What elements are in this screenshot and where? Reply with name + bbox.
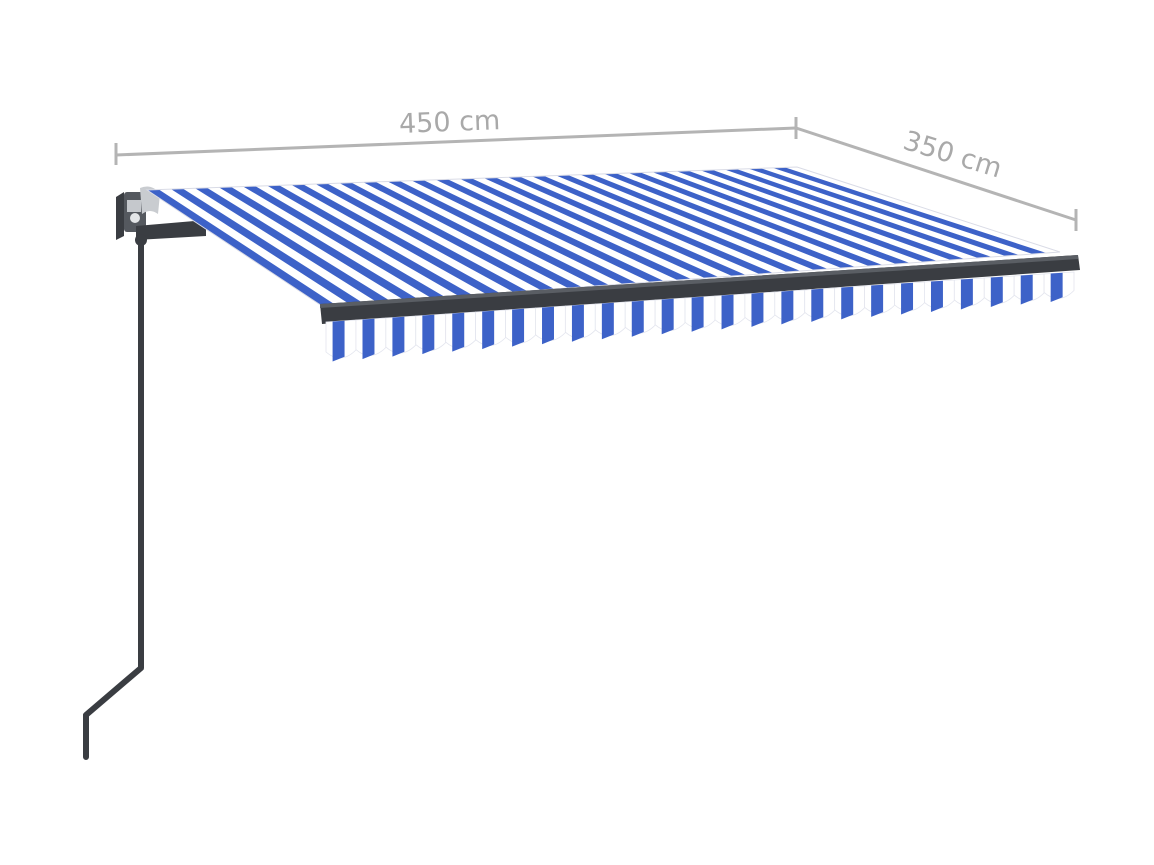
valance-stripe <box>661 298 674 335</box>
canopy-stripe <box>435 179 664 282</box>
canopy-stripe <box>219 187 418 300</box>
depth-label: 350 cm <box>900 125 1006 184</box>
front-bar <box>320 255 1080 324</box>
canopy-stripe <box>339 182 555 290</box>
canopy-stripe <box>556 175 801 272</box>
valance-stripe <box>990 276 1003 307</box>
valance <box>325 271 1075 362</box>
width-dimension-line <box>115 126 797 157</box>
valance-stripe <box>751 292 764 327</box>
valance-stripe <box>1050 272 1063 303</box>
canopy-stripe <box>748 168 1019 256</box>
valance-stripe <box>721 294 734 330</box>
width-label: 450 cm <box>398 105 500 140</box>
valance-stripe <box>1020 274 1033 305</box>
crank-handle <box>83 234 147 760</box>
canopy-stripe <box>147 189 336 306</box>
canopy <box>145 166 1061 307</box>
canopy-stripe <box>363 181 582 288</box>
valance-stripe <box>332 320 345 362</box>
valance-stripe <box>512 308 525 347</box>
canopy-stripe <box>652 171 910 264</box>
canopy-stripe <box>267 185 473 296</box>
valance-stripe <box>930 280 943 312</box>
valance-stripe <box>781 290 794 325</box>
depth-dimension-line <box>795 126 1077 222</box>
canopy-stripe <box>676 170 937 262</box>
canopy-stripe <box>459 178 691 280</box>
canopy-stripe <box>580 174 828 270</box>
valance-stripe <box>601 302 614 340</box>
valance-stripe <box>422 314 435 355</box>
canopy-stripe <box>484 177 719 278</box>
width-dimension: 450 cm <box>114 105 798 165</box>
canopy-stripe <box>604 173 855 268</box>
valance-stripe <box>392 316 405 357</box>
canopy-stripe <box>700 169 965 260</box>
valance-stripe <box>362 318 375 360</box>
valance-stripe <box>631 300 644 337</box>
canopy-stripe <box>171 188 363 304</box>
valance-stripe <box>571 304 584 342</box>
canopy-stripe <box>532 175 773 274</box>
valance-stripe <box>542 306 554 345</box>
valance-stripe <box>960 278 973 310</box>
canopy-stripe <box>508 176 746 276</box>
valance-stripe <box>811 288 824 322</box>
canopy-stripe <box>387 181 609 286</box>
canopy-stripe <box>628 172 883 266</box>
canopy-stripe <box>315 183 527 292</box>
valance-stripe <box>452 312 465 352</box>
valance-stripe <box>841 286 854 320</box>
wall-bracket <box>116 186 206 240</box>
valance-stripe <box>901 282 914 315</box>
valance-stripe <box>871 284 884 317</box>
valance-stripe <box>691 296 704 332</box>
canopy-stripe <box>724 169 992 258</box>
canopy-stripe <box>411 180 637 284</box>
canopy-stripe <box>243 186 445 298</box>
canopy-stripe <box>195 187 391 302</box>
canopy-stripe <box>291 184 500 294</box>
canopy-stripe <box>772 167 1047 254</box>
valance-stripe <box>482 310 495 350</box>
